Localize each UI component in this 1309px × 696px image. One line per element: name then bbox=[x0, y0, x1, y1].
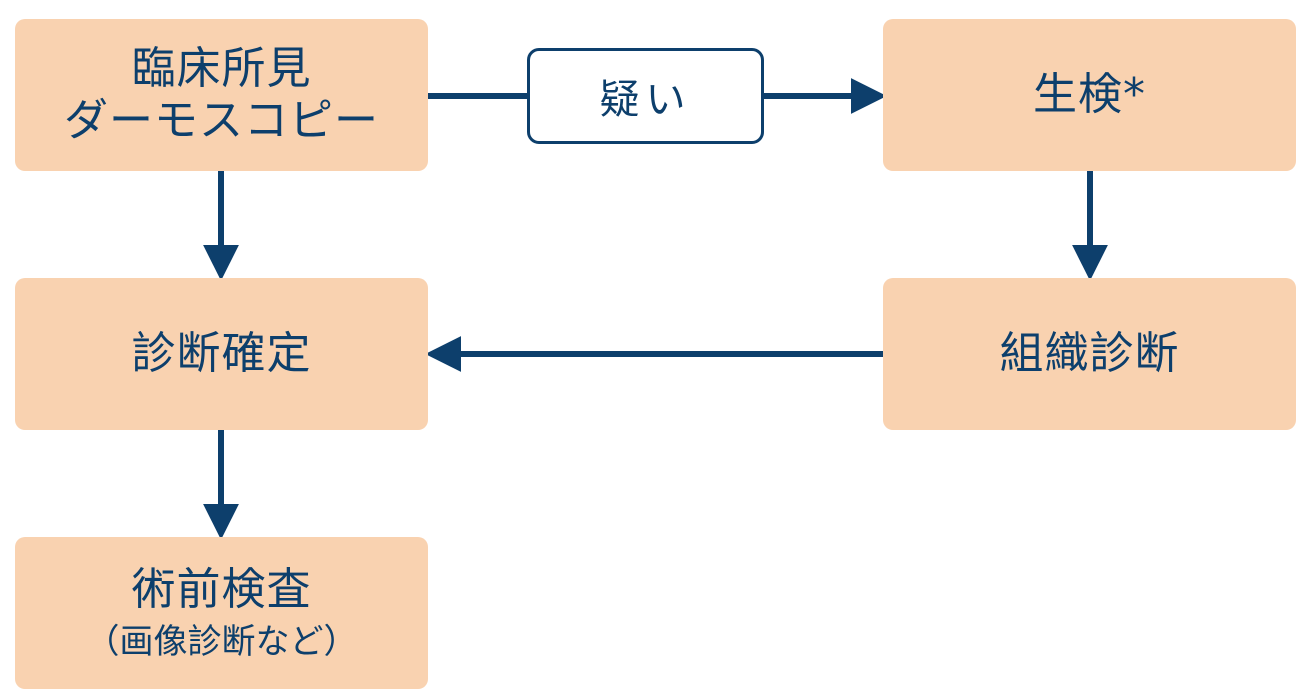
node-biopsy-label: 生検* bbox=[1033, 69, 1146, 120]
node-clinical-findings: 臨床所見 ダーモスコピー bbox=[15, 19, 428, 171]
node-clinical-line2: ダーモスコピー bbox=[64, 95, 379, 146]
node-diagnosis-label: 診断確定 bbox=[131, 328, 312, 379]
edge-label-suspicion-text: 疑い bbox=[599, 77, 692, 123]
node-preoperative-exam: 術前検査 （画像診断など） bbox=[15, 537, 428, 689]
node-clinical-line1: 臨床所見 bbox=[131, 43, 312, 94]
node-preop-sublabel: （画像診断など） bbox=[85, 622, 358, 662]
node-histology-label: 組織診断 bbox=[999, 328, 1180, 379]
node-diagnosis-confirmed: 診断確定 bbox=[15, 278, 428, 430]
node-biopsy: 生検* bbox=[883, 19, 1296, 171]
node-preop-label: 術前検査 bbox=[131, 564, 312, 615]
node-histological-diagnosis: 組織診断 bbox=[883, 278, 1296, 430]
edge-label-suspicion: 疑い bbox=[527, 48, 764, 144]
